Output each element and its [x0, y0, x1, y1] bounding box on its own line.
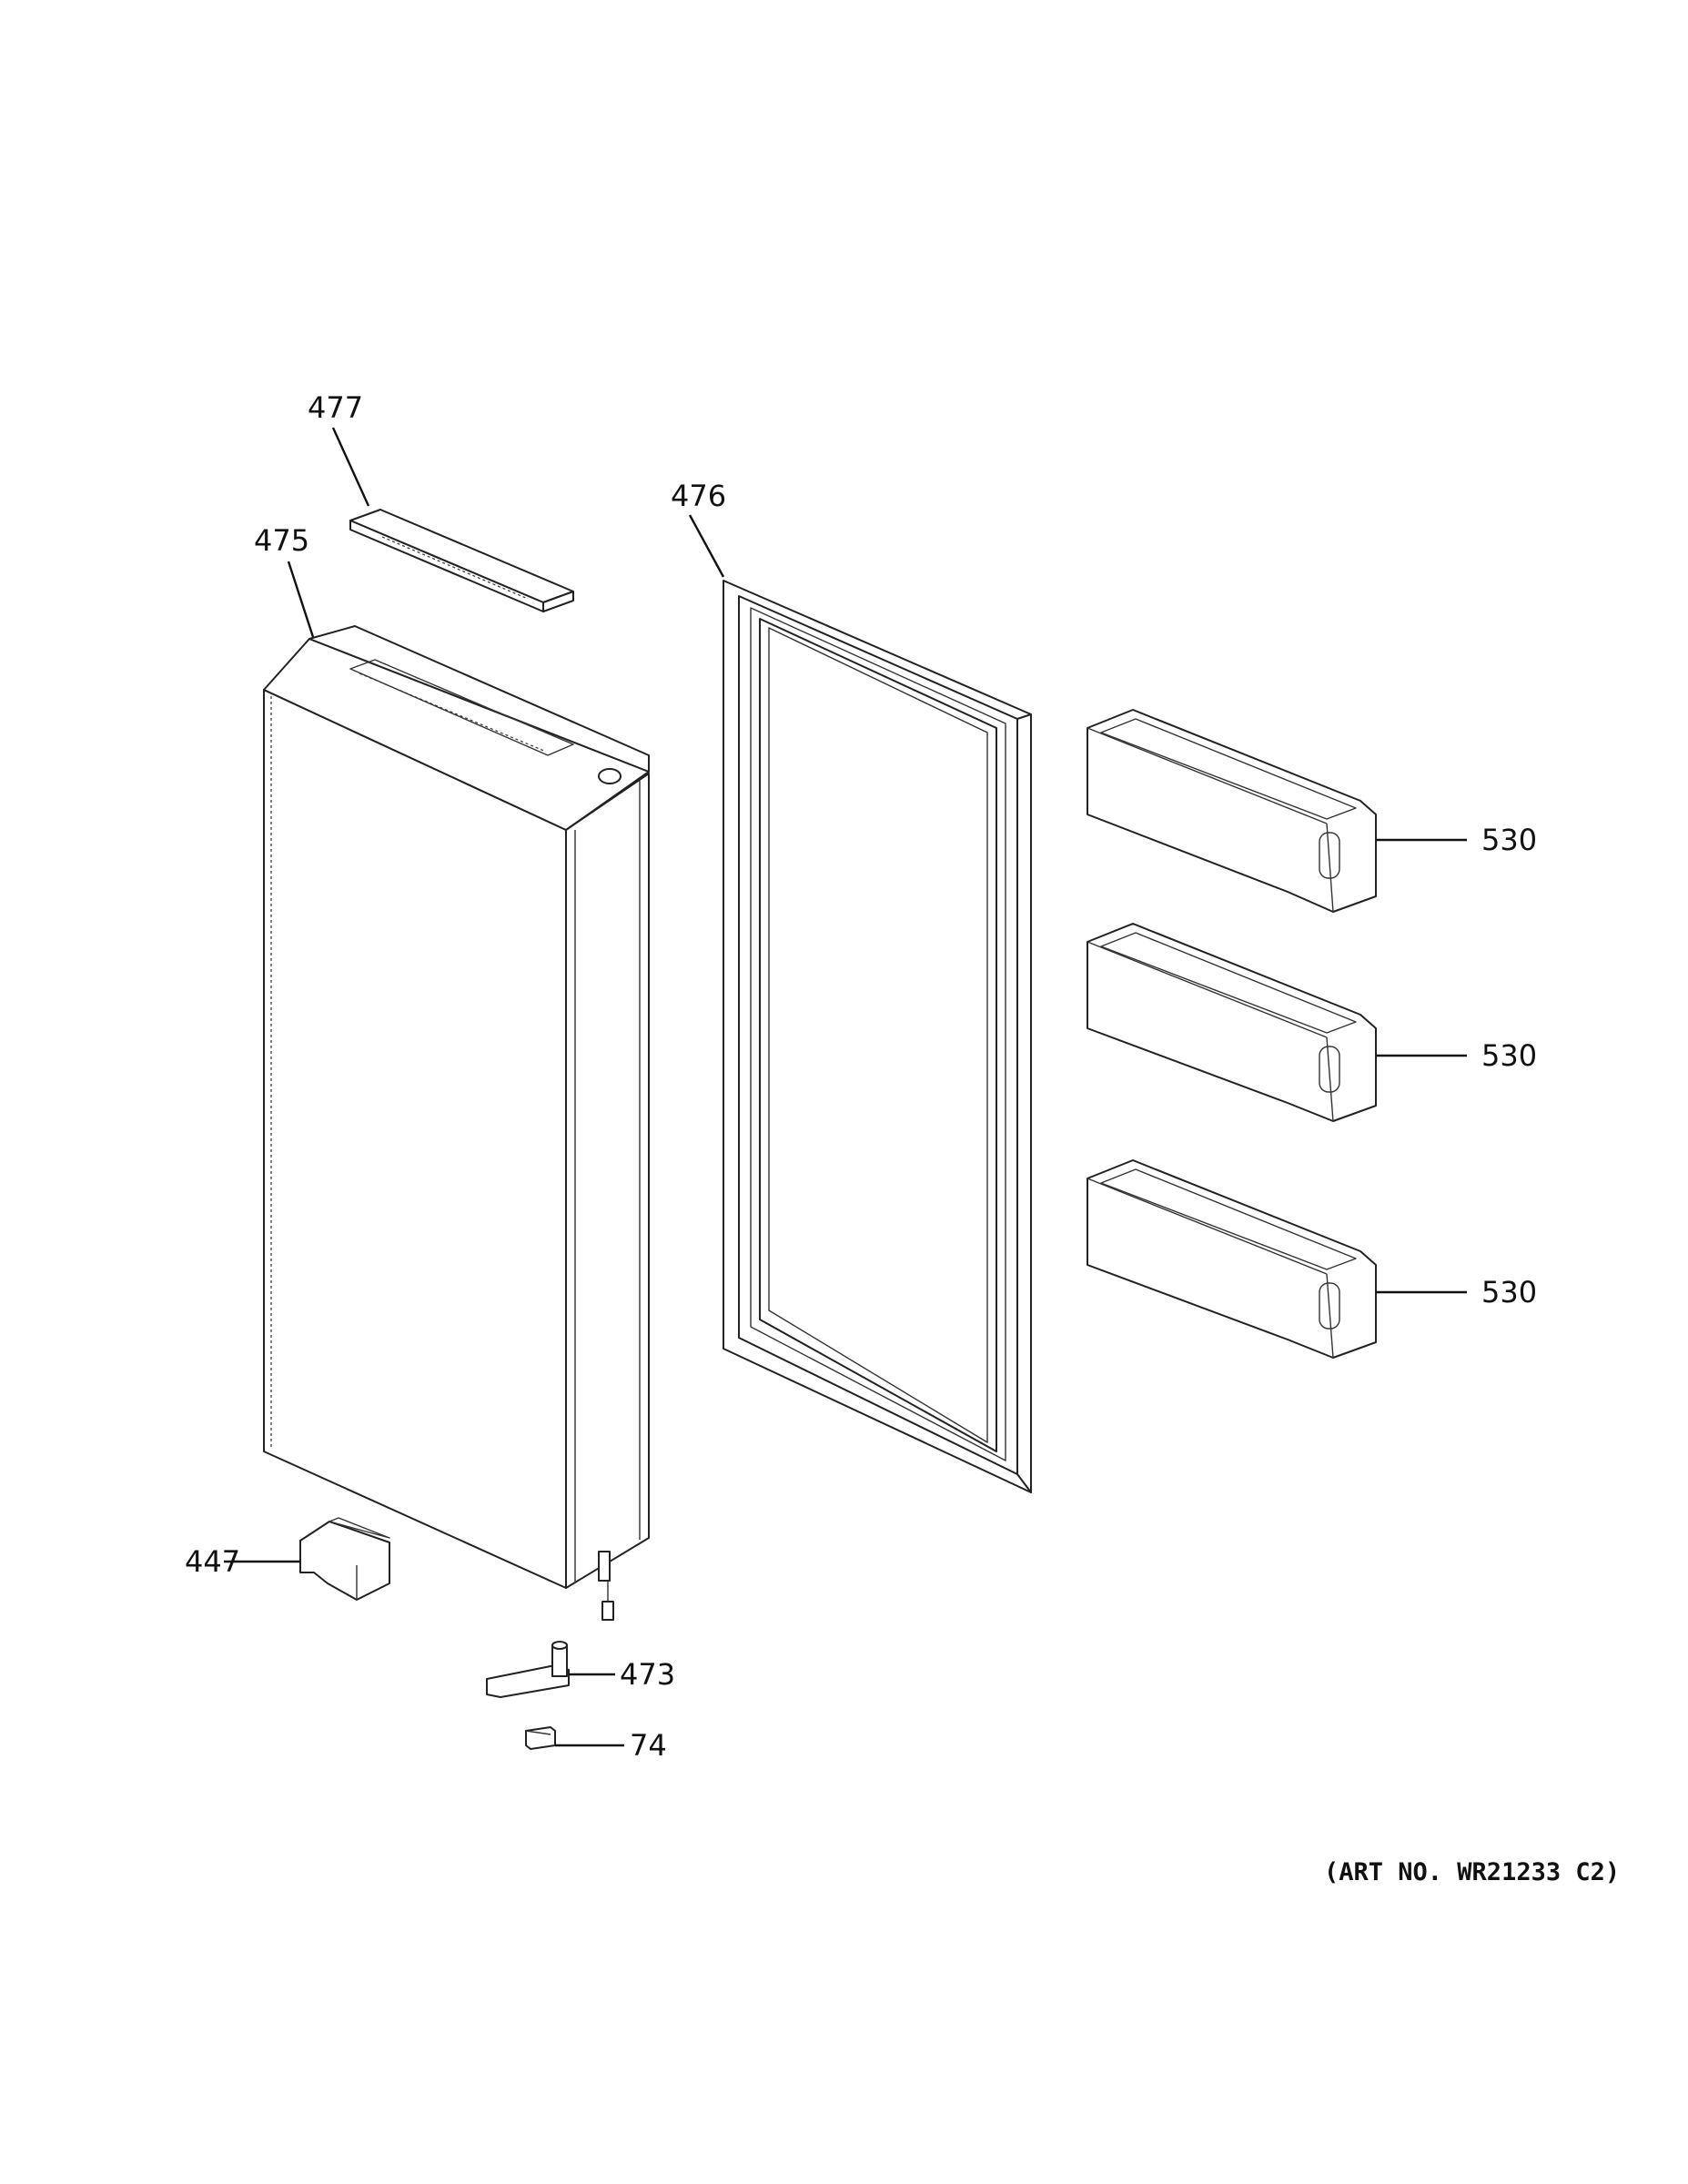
- callout-477: 477: [308, 390, 363, 425]
- callout-476: 476: [671, 479, 726, 513]
- callout-530-3: 530: [1481, 1275, 1537, 1309]
- part-447-bracket[interactable]: [299, 1517, 390, 1601]
- part-530-bin-3[interactable]: [1087, 1159, 1377, 1359]
- callout-530-1: 530: [1481, 823, 1537, 857]
- part-74-hinge-pin[interactable]: [525, 1726, 556, 1750]
- leader-477: [331, 427, 370, 507]
- part-477-top-cover[interactable]: [349, 509, 574, 612]
- callout-530-2: 530: [1481, 1038, 1537, 1073]
- callout-74: 74: [630, 1728, 667, 1763]
- leader-476: [688, 514, 725, 578]
- part-476-gasket[interactable]: [723, 580, 1032, 1493]
- callout-447: 447: [185, 1544, 240, 1579]
- part-530-bin-1[interactable]: [1087, 709, 1377, 913]
- part-475-door[interactable]: [263, 625, 650, 1621]
- callout-475: 475: [254, 523, 309, 558]
- callout-473: 473: [620, 1657, 675, 1692]
- part-473-hinge[interactable]: [486, 1641, 570, 1698]
- leader-475: [287, 561, 315, 638]
- part-530-bin-2[interactable]: [1087, 923, 1377, 1122]
- art-number: (ART NO. WR21233 C2): [1324, 1858, 1620, 1886]
